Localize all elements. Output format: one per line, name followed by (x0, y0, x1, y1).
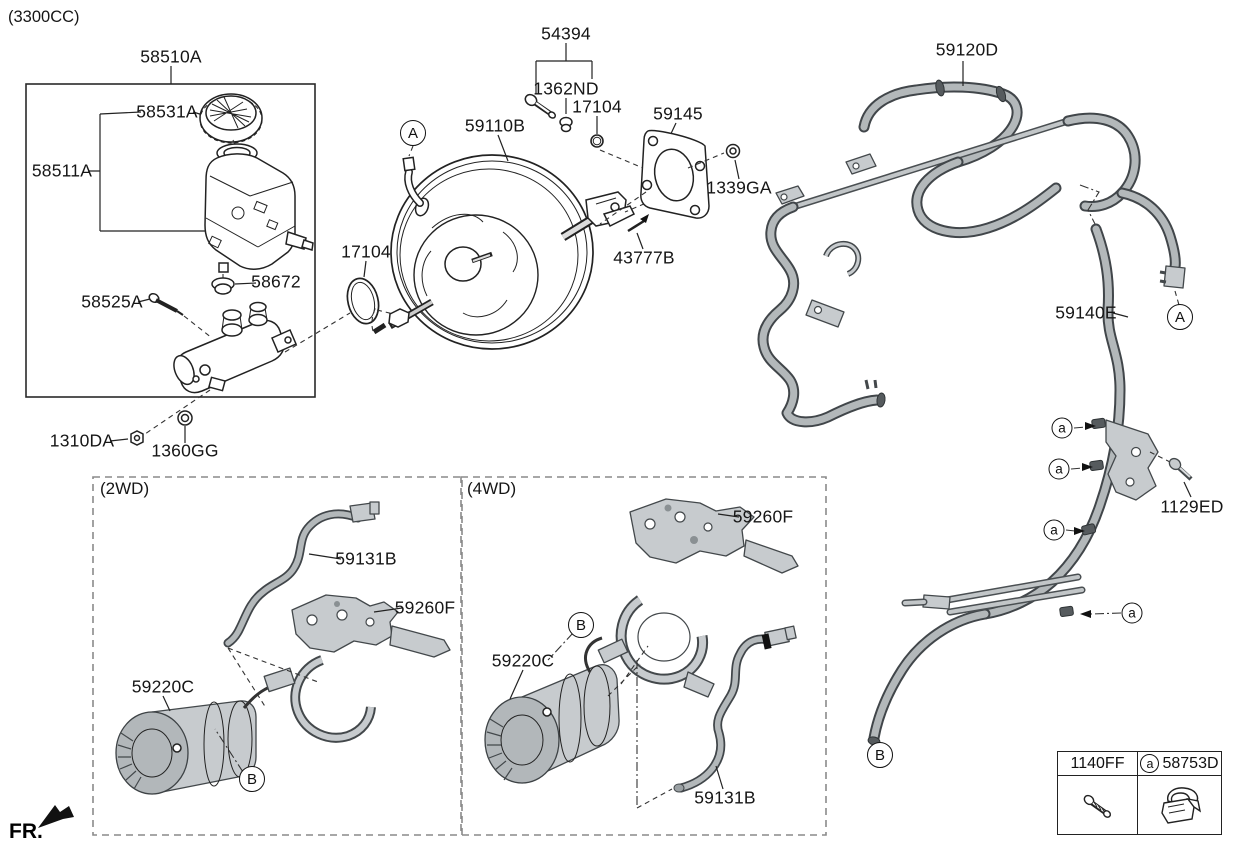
fr-direction-label: FR. (9, 820, 43, 843)
ref-part-58753D: 58753D (1162, 754, 1219, 772)
part-label-1310DA: 1310DA (49, 430, 115, 451)
part-label-59145: 59145 (653, 103, 703, 124)
callout-a-table: a (1140, 754, 1160, 773)
callout-A-booster-hose: A (400, 120, 426, 146)
ref-part-1140FF: 1140FF (1070, 754, 1125, 772)
callout-a-clamp-3: a (1043, 519, 1065, 541)
part-label-59131B-4wd: 59131B (694, 787, 756, 808)
box-4wd-art (460, 476, 827, 836)
bracket-1129ed-art (1105, 419, 1193, 501)
part-label-1339GA: 1339GA (706, 177, 772, 198)
brake-booster-art (371, 134, 649, 350)
ref-table-header-clamp: a 58753D (1138, 752, 1221, 776)
engine-variant-title: (3300CC) (8, 8, 80, 26)
part-label-59260F-2wd: 59260F (394, 597, 456, 618)
ref-table-clamp-cell (1138, 776, 1221, 834)
callout-B-hose-end: B (867, 742, 893, 768)
part-label-1129ED: 1129ED (1160, 496, 1224, 517)
box-title-2wd: (2WD) (100, 479, 150, 498)
part-label-59260F-4wd: 59260F (732, 506, 794, 527)
part-label-1362ND: 1362ND (533, 78, 599, 99)
callout-a-clamp-4: a (1121, 602, 1143, 624)
hardware-reference-table: 1140FF a 58753D (1057, 751, 1222, 835)
part-label-17104-oring: 17104 (341, 241, 391, 262)
bolt-icon (1083, 794, 1111, 818)
part-label-59220C-2wd: 59220C (131, 676, 195, 697)
part-label-1360GG: 1360GG (151, 440, 219, 461)
part-label-58531A: 58531A (136, 101, 198, 122)
hose-clamp-icon (1160, 787, 1201, 824)
part-label-58510A: 58510A (140, 46, 202, 67)
callout-a-clamp-1: a (1051, 417, 1073, 439)
fr-arrow (38, 805, 74, 828)
ref-table-header-bolt: 1140FF (1058, 752, 1138, 776)
part-label-59220C-4wd: 59220C (491, 650, 555, 671)
part-label-54394: 54394 (541, 23, 591, 44)
callout-a-clamp-2: a (1048, 458, 1070, 480)
part-label-59140E: 59140E (1055, 302, 1117, 323)
box-title-4wd: (4WD) (467, 479, 517, 498)
callout-B-4wd: B (568, 612, 594, 638)
o-ring-17104-art (346, 260, 407, 325)
reservoir-assembly-art (25, 66, 351, 446)
gasket-art (599, 122, 741, 225)
part-label-59110B: 59110B (464, 115, 526, 136)
part-label-58672: 58672 (251, 271, 301, 292)
part-label-59131B-2wd: 59131B (335, 548, 397, 569)
part-label-59120D: 59120D (935, 39, 999, 60)
part-label-58525A: 58525A (81, 291, 143, 312)
callout-B-2wd: B (239, 766, 265, 792)
callout-A-hose-end: A (1167, 304, 1193, 330)
part-label-58511A: 58511A (31, 160, 93, 181)
part-label-17104-ring: 17104 (572, 96, 622, 117)
ref-table-bolt-cell (1058, 776, 1138, 834)
box-2wd-art (92, 476, 463, 836)
part-label-43777B: 43777B (613, 247, 675, 268)
